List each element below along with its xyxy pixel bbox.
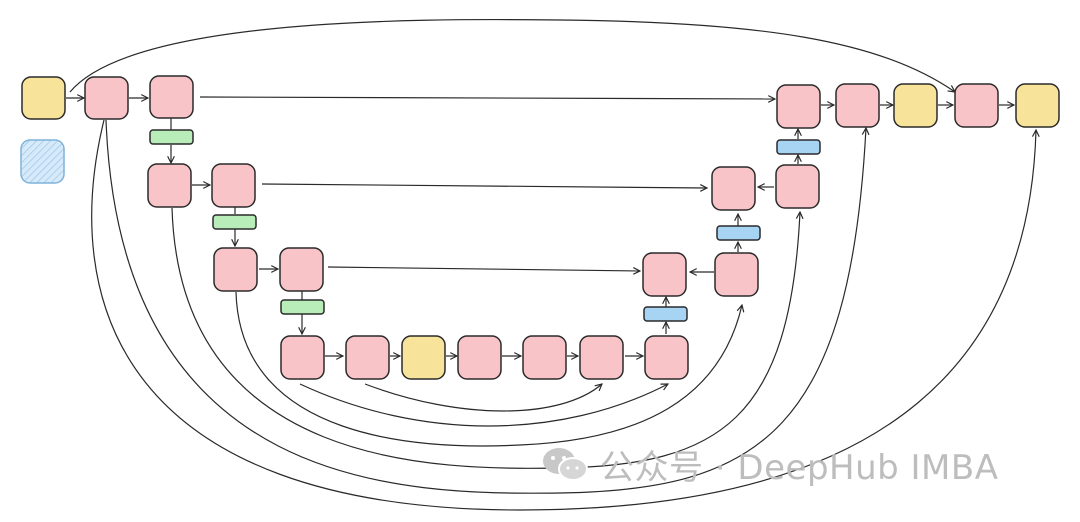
skip-curve-bottleneck	[299, 384, 668, 427]
downsample-2	[212, 214, 257, 230]
decoder-block-1a	[776, 84, 821, 129]
output-block-yellow-1	[893, 83, 938, 128]
skip-long-arrow-3	[327, 266, 640, 271]
skip-arc-top	[69, 18, 955, 92]
watermark: 公众号 · DeepHub IMBA	[540, 444, 998, 488]
bottleneck-block-3	[457, 335, 502, 380]
wechat-icon	[543, 448, 588, 481]
downsample-3	[280, 299, 325, 315]
decoder-block-3b	[714, 252, 759, 297]
decoder-block-2b	[775, 164, 820, 209]
skip-curve-outer	[91, 119, 1036, 511]
upsample-1	[776, 139, 821, 155]
downsample-1	[149, 129, 194, 145]
encoder-block-3a	[213, 247, 258, 292]
bottleneck-block-1	[280, 335, 325, 380]
output-block-pink	[954, 83, 999, 128]
skip-curve-level-3	[235, 291, 742, 447]
encoder-block-1b	[149, 75, 194, 119]
upsample-2	[716, 225, 761, 241]
output-block-yellow-2	[1015, 83, 1060, 128]
legend-block-hatched	[20, 139, 65, 184]
bottleneck-block-6	[644, 335, 689, 380]
skip-curve-level-1	[105, 119, 866, 494]
decoder-block-3a	[642, 252, 687, 297]
decoder-block-1b	[835, 83, 880, 128]
encoder-block-3b	[279, 247, 324, 292]
decoder-block-2a	[711, 166, 756, 211]
blocks	[20, 75, 1060, 380]
skip-long-arrow-1	[199, 97, 775, 99]
skip-curve-bottleneck-2	[364, 384, 602, 412]
encoder-block-2b	[211, 163, 256, 208]
encoder-block-1a	[84, 76, 129, 120]
watermark-text: 公众号 · DeepHub IMBA	[600, 447, 999, 488]
upsample-3	[643, 306, 688, 322]
bottleneck-block-2	[345, 335, 390, 380]
skip-long-arrow-2	[261, 183, 707, 188]
encoder-block-2a	[147, 163, 192, 208]
bottleneck-block-5	[579, 335, 624, 380]
skip-curve-level-2	[171, 207, 800, 469]
connections	[66, 18, 1036, 511]
bottleneck-block-yellow	[401, 335, 446, 380]
input-block-yellow	[21, 76, 66, 120]
bottleneck-block-4	[522, 335, 567, 380]
